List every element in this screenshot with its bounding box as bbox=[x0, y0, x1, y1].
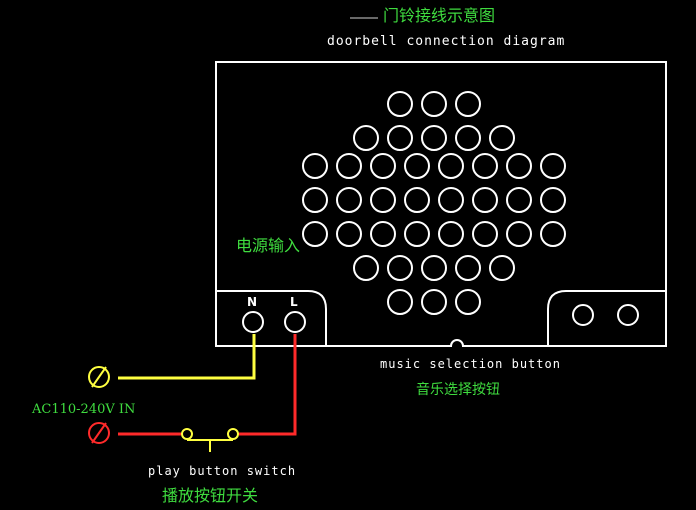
title-en: doorbell connection diagram bbox=[327, 34, 566, 49]
grille-hole bbox=[353, 255, 379, 281]
grille-hole bbox=[370, 153, 396, 179]
grille-hole bbox=[302, 221, 328, 247]
grille-hole bbox=[489, 255, 515, 281]
grille-hole bbox=[387, 125, 413, 151]
play-switch-label-en: play button switch bbox=[148, 464, 297, 478]
grille-hole bbox=[370, 187, 396, 213]
grille-hole bbox=[336, 221, 362, 247]
terminal-block bbox=[216, 290, 327, 346]
grille-hole bbox=[540, 187, 566, 213]
grille-hole bbox=[506, 187, 532, 213]
grille-hole bbox=[506, 153, 532, 179]
neutral-connector-icon bbox=[88, 366, 110, 388]
title-cn: 门铃接线示意图 bbox=[383, 6, 496, 25]
grille-hole bbox=[404, 153, 430, 179]
grille-hole bbox=[438, 221, 464, 247]
grille-hole bbox=[387, 255, 413, 281]
grille-hole bbox=[302, 187, 328, 213]
grille-hole bbox=[472, 187, 498, 213]
music-selection-button bbox=[572, 304, 594, 326]
grille-hole bbox=[489, 125, 515, 151]
grille-hole bbox=[540, 153, 566, 179]
grille-hole bbox=[421, 125, 447, 151]
grille-hole bbox=[302, 153, 328, 179]
grille-hole bbox=[438, 187, 464, 213]
play-switch-label-cn: 播放按钮开关 bbox=[162, 486, 259, 505]
grille-hole bbox=[506, 221, 532, 247]
music-button-label-en: music selection button bbox=[380, 357, 561, 371]
button-panel bbox=[547, 290, 666, 346]
grille-hole bbox=[540, 221, 566, 247]
grille-hole bbox=[370, 221, 396, 247]
terminal-l-screw bbox=[284, 311, 306, 333]
neutral-wire bbox=[118, 334, 256, 380]
terminal-l-label: L bbox=[290, 295, 298, 309]
grille-hole bbox=[421, 91, 447, 117]
grille-hole bbox=[336, 187, 362, 213]
grille-hole bbox=[353, 125, 379, 151]
grille-hole bbox=[472, 153, 498, 179]
live-wire-output bbox=[239, 334, 297, 436]
switch-contact-right bbox=[227, 428, 239, 440]
live-connector-icon bbox=[88, 422, 110, 444]
terminal-n-label: N bbox=[247, 295, 258, 309]
grille-hole bbox=[404, 221, 430, 247]
grille-hole bbox=[438, 153, 464, 179]
music-button-label-cn: 音乐选择按钮 bbox=[416, 382, 500, 398]
terminal-n-screw bbox=[242, 311, 264, 333]
grille-hole bbox=[472, 221, 498, 247]
grille-hole bbox=[421, 255, 447, 281]
grille-hole bbox=[421, 289, 447, 315]
grille-hole bbox=[387, 289, 413, 315]
grille-hole bbox=[455, 125, 481, 151]
speaker-grille bbox=[302, 91, 566, 315]
grille-hole bbox=[336, 153, 362, 179]
doorbell-housing bbox=[215, 61, 667, 347]
grille-hole bbox=[455, 289, 481, 315]
voltage-label: AC110-240V IN bbox=[32, 402, 136, 417]
grille-hole bbox=[387, 91, 413, 117]
switch-contact-left bbox=[181, 428, 193, 440]
grille-hole bbox=[455, 255, 481, 281]
power-input-label: 电源输入 bbox=[236, 236, 301, 255]
volume-button bbox=[617, 304, 639, 326]
grille-hole bbox=[404, 187, 430, 213]
grille-hole bbox=[455, 91, 481, 117]
